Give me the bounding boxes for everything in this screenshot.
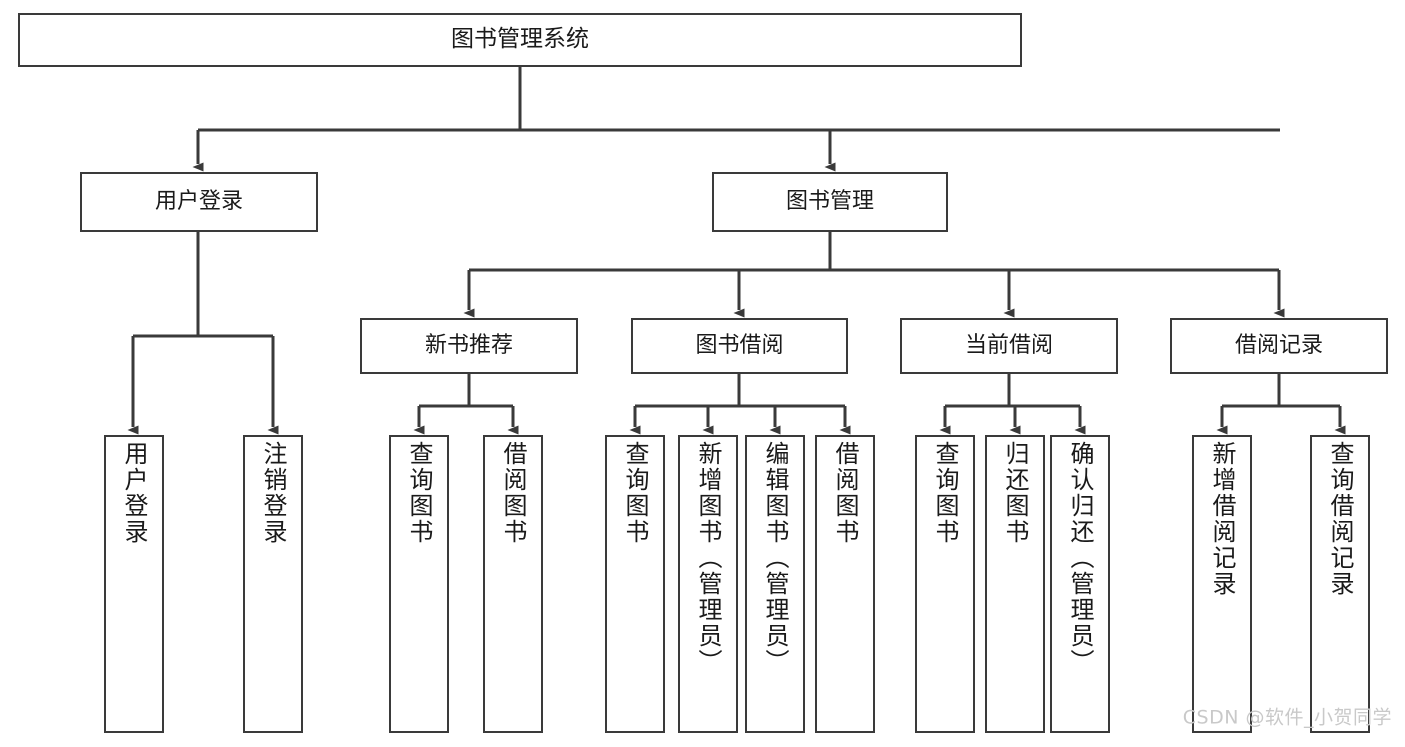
node-label: 查询图书 <box>405 441 433 545</box>
node-root-book-management-system[interactable]: 图书管理系统 <box>18 13 1022 67</box>
node-label: 用户登录 <box>154 188 243 214</box>
csdn-watermark: CSDN @软件_小贺同学 <box>1182 706 1392 729</box>
node-leaf-query-books-borrowing[interactable]: 查询图书 <box>605 435 665 733</box>
node-label: 当前借阅 <box>964 332 1053 358</box>
node-leaf-edit-book-admin[interactable]: 编辑图书（管理员） <box>745 435 805 733</box>
node-level2-book-management[interactable]: 图书管理 <box>712 172 948 232</box>
node-leaf-confirm-return-admin[interactable]: 确认归还（管理员） <box>1050 435 1110 733</box>
node-label: 借阅图书 <box>499 441 527 545</box>
node-leaf-borrow-books-borrowing[interactable]: 借阅图书 <box>815 435 875 733</box>
node-leaf-add-book-admin[interactable]: 新增图书（管理员） <box>678 435 738 733</box>
node-label: 用户登录 <box>120 441 148 545</box>
node-label: 图书借阅 <box>695 332 784 358</box>
node-label: 查询图书 <box>621 441 649 545</box>
node-label: 新增借阅记录 <box>1208 441 1236 597</box>
node-level2-user-login[interactable]: 用户登录 <box>80 172 318 232</box>
node-label: 图书管理系统 <box>451 26 589 53</box>
node-leaf-query-borrow-record[interactable]: 查询借阅记录 <box>1310 435 1370 733</box>
node-leaf-user-login[interactable]: 用户登录 <box>104 435 164 733</box>
node-level3-current-borrowing[interactable]: 当前借阅 <box>900 318 1118 374</box>
node-level3-new-book-recommendation[interactable]: 新书推荐 <box>360 318 578 374</box>
node-label: 图书管理 <box>785 188 874 214</box>
node-label: 查询借阅记录 <box>1326 441 1354 597</box>
node-leaf-add-borrow-record[interactable]: 新增借阅记录 <box>1192 435 1252 733</box>
node-level3-book-borrowing[interactable]: 图书借阅 <box>631 318 848 374</box>
node-label: 借阅记录 <box>1234 332 1323 358</box>
node-leaf-return-books[interactable]: 归还图书 <box>985 435 1045 733</box>
node-label: 注销登录 <box>259 441 287 545</box>
node-label: 新增图书（管理员） <box>694 441 722 675</box>
node-label: 借阅图书 <box>831 441 859 545</box>
node-label: 编辑图书（管理员） <box>761 441 789 675</box>
node-leaf-query-books-current[interactable]: 查询图书 <box>915 435 975 733</box>
node-label: 新书推荐 <box>424 332 513 358</box>
node-leaf-logout[interactable]: 注销登录 <box>243 435 303 733</box>
node-leaf-borrow-books-recommend[interactable]: 借阅图书 <box>483 435 543 733</box>
node-label: 归还图书 <box>1001 441 1029 545</box>
node-level3-borrow-records[interactable]: 借阅记录 <box>1170 318 1388 374</box>
node-label: 确认归还（管理员） <box>1066 441 1094 675</box>
node-label: 查询图书 <box>931 441 959 545</box>
node-leaf-query-books-recommend[interactable]: 查询图书 <box>389 435 449 733</box>
